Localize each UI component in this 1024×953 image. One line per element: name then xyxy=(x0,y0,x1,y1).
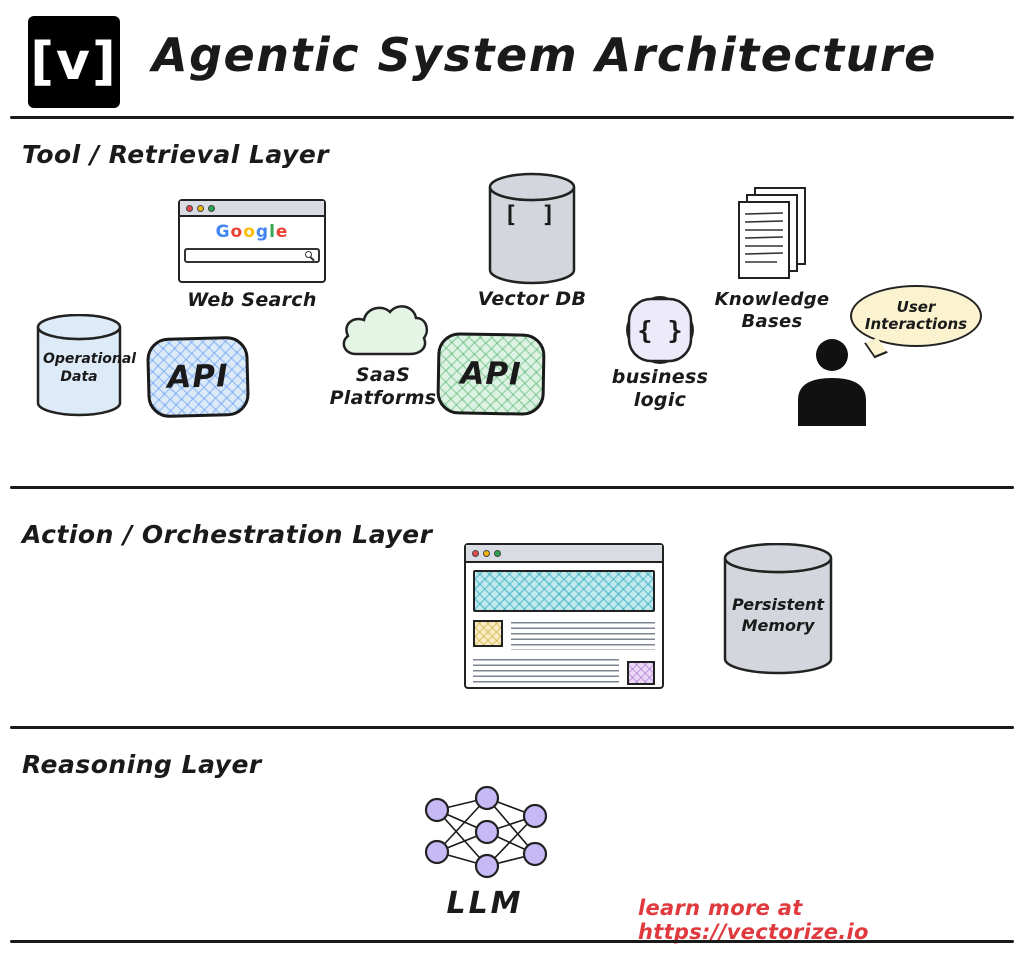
content-row xyxy=(473,620,655,650)
google-letter: l xyxy=(269,222,276,242)
google-letter: o xyxy=(230,222,244,242)
traffic-light-green-icon xyxy=(494,549,501,557)
squircle-icon xyxy=(626,296,694,364)
browser-body xyxy=(466,563,662,699)
vector-db-label: Vector DB xyxy=(477,288,587,310)
divider-header xyxy=(10,116,1014,119)
web-search-browser-window: Google xyxy=(178,199,326,283)
llm-label: LLM xyxy=(446,886,524,921)
browser-titlebar xyxy=(466,545,662,563)
operational-data-label: Operational Data xyxy=(43,351,137,386)
google-logo: Google xyxy=(180,222,324,242)
api-blue-card: API xyxy=(145,335,251,419)
web-search-label: Web Search xyxy=(187,289,317,311)
user-interactions-label: User Interactions xyxy=(864,297,968,333)
knowledge-bases-label: Knowledge Bases xyxy=(714,289,830,332)
api-green-label: API xyxy=(460,355,522,393)
tool-layer-label: Tool / Retrieval Layer xyxy=(22,140,330,169)
content-row xyxy=(473,657,655,685)
business-logic-label: business logic xyxy=(611,366,709,411)
neural-network-icon xyxy=(424,785,548,879)
traffic-light-green-icon xyxy=(208,204,215,212)
google-letter: e xyxy=(275,222,289,242)
traffic-light-red-icon xyxy=(472,549,479,557)
divider-action-reasoning xyxy=(10,726,1014,729)
search-icon xyxy=(305,251,312,258)
traffic-light-yellow-icon xyxy=(197,204,204,212)
vector-db-glyph: [ ] xyxy=(503,202,561,228)
divider-bottom xyxy=(10,940,1014,943)
traffic-light-yellow-icon xyxy=(483,549,490,557)
browser-titlebar xyxy=(180,201,324,217)
documents-icon xyxy=(738,187,806,279)
browser-body: Google xyxy=(180,222,324,263)
traffic-light-red-icon xyxy=(186,204,193,212)
image-placeholder-purple xyxy=(627,661,655,685)
speech-bubble: User Interactions xyxy=(850,285,982,347)
reasoning-layer-label: Reasoning Layer xyxy=(22,750,262,779)
api-blue-label: API xyxy=(166,358,230,396)
vectorize-link[interactable]: learn more at https://vectorize.io xyxy=(638,896,869,944)
text-placeholder xyxy=(473,659,619,683)
action-layer-label: Action / Orchestration Layer xyxy=(22,520,433,549)
google-letter: o xyxy=(243,222,256,242)
business-logic-shape: { } xyxy=(617,287,703,373)
divider-tool-action xyxy=(10,486,1014,489)
cylinder-icon xyxy=(723,542,833,675)
api-green-card: API xyxy=(436,332,546,416)
business-logic-glyph: { } xyxy=(637,315,683,345)
vectorize-logo: [v] xyxy=(28,16,120,108)
image-placeholder-yellow xyxy=(473,620,503,647)
persistent-memory-label: Persistent Memory xyxy=(731,595,825,635)
page-title: Agentic System Architecture xyxy=(152,28,937,82)
cylinder-icon xyxy=(36,313,122,417)
person-icon xyxy=(798,339,866,426)
google-letter: G xyxy=(215,222,231,242)
saas-platforms-label: SaaS Platforms xyxy=(329,364,437,409)
google-letter: g xyxy=(255,222,270,242)
vector-db-cylinder: [ ] xyxy=(487,172,577,286)
persistent-memory-cylinder: Persistent Memory xyxy=(722,542,834,677)
operational-data-cylinder: Operational Data xyxy=(35,313,137,418)
search-input xyxy=(184,248,320,263)
cloud-icon xyxy=(342,305,428,356)
cylinder-icon xyxy=(488,172,576,285)
app-browser-window xyxy=(464,543,664,689)
hero-banner-placeholder xyxy=(473,570,655,612)
text-placeholder xyxy=(511,622,655,650)
